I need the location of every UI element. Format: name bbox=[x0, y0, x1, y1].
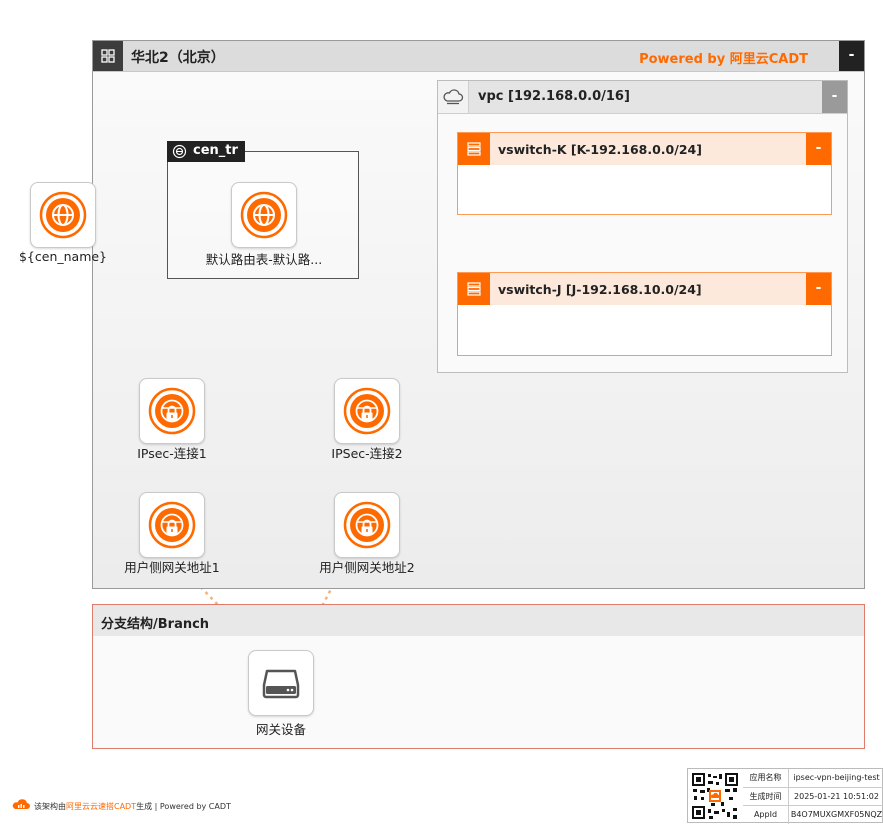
gateway-device-node-label: 网关设备 bbox=[255, 722, 306, 737]
cen-tr-tab: cen_tr bbox=[167, 141, 245, 162]
powered-by-label: Powered by 阿里云CADT bbox=[639, 52, 808, 67]
gateway-device-node[interactable] bbox=[248, 650, 314, 716]
info-row-generated-time: 生成时间 2025-01-21 10:51:02 bbox=[743, 787, 883, 806]
customer-gateway2-node-label: 用户侧网关地址2 bbox=[319, 560, 415, 575]
info-value: ipsec-vpn-beijing-test bbox=[793, 773, 880, 782]
cen-tr-title: cen_tr bbox=[193, 143, 238, 158]
branch-header: 分支结构/Branch bbox=[93, 605, 864, 636]
region-collapse-button[interactable]: - bbox=[839, 41, 864, 71]
ipsec2-node-label: IPSec-连接2 bbox=[331, 446, 403, 461]
vswitch-k-collapse-button[interactable]: - bbox=[806, 133, 831, 165]
customer-gateway1-node-label: 用户侧网关地址1 bbox=[124, 560, 220, 575]
ipsec1-node[interactable] bbox=[139, 378, 205, 444]
ipsec2-node[interactable] bbox=[334, 378, 400, 444]
customer-gateway2-node[interactable] bbox=[334, 492, 400, 558]
cen-node[interactable] bbox=[30, 182, 96, 248]
footer-prefix: 该架构由 bbox=[34, 802, 66, 811]
vpc-collapse-button[interactable]: - bbox=[822, 81, 847, 113]
switch-icon bbox=[458, 133, 490, 165]
vswitch-j-container: vswitch-J [J-192.168.10.0/24] - bbox=[457, 272, 832, 356]
info-key: 应用名称 bbox=[743, 769, 789, 787]
branch-container: 分支结构/Branch bbox=[92, 604, 865, 749]
globe-lock-icon bbox=[343, 387, 391, 435]
qr-code-icon bbox=[691, 772, 739, 820]
vswitch-j-title: vswitch-J [J-192.168.10.0/24] bbox=[498, 282, 702, 297]
cen-node-label: ${cen_name} bbox=[18, 249, 108, 264]
info-row-appid: AppId B4O7MUXGMXF05NQZ bbox=[743, 805, 883, 824]
vswitch-k-header: vswitch-K [K-192.168.0.0/24] - bbox=[458, 133, 831, 165]
footer-suffix: 生成 | Powered by CADT bbox=[136, 802, 231, 811]
ipsec1-node-label: IPsec-连接1 bbox=[137, 446, 207, 461]
globe-lock-icon bbox=[148, 387, 196, 435]
info-row-app-name: 应用名称 ipsec-vpn-beijing-test bbox=[743, 769, 883, 787]
cen-tr-group bbox=[167, 151, 359, 279]
vswitch-k-container: vswitch-K [K-192.168.0.0/24] - bbox=[457, 132, 832, 215]
gateway-device-icon bbox=[262, 669, 300, 699]
info-value: B4O7MUXGMXF05NQZ bbox=[790, 810, 883, 819]
grid-icon bbox=[93, 41, 123, 71]
region-title: 华北2（北京） bbox=[131, 50, 225, 66]
vswitch-k-title: vswitch-K [K-192.168.0.0/24] bbox=[498, 142, 702, 157]
cloud-icon bbox=[438, 81, 469, 113]
footer-cadt-link[interactable]: 阿里云云速搭CADT bbox=[66, 802, 137, 811]
globe-network-icon bbox=[240, 191, 288, 239]
branch-title: 分支结构/Branch bbox=[101, 617, 210, 632]
globe-network-icon bbox=[39, 191, 87, 239]
footer-attribution: 该架构由阿里云云速搭CADT生成 | Powered by CADT bbox=[34, 801, 231, 812]
customer-gateway1-node[interactable] bbox=[139, 492, 205, 558]
globe-lock-icon bbox=[148, 501, 196, 549]
vpc-header: vpc [192.168.0.0/16] - bbox=[438, 81, 847, 114]
globe-lock-icon bbox=[343, 501, 391, 549]
info-value: 2025-01-21 10:51:02 bbox=[794, 792, 879, 801]
route-table-node[interactable] bbox=[231, 182, 297, 248]
app-info-table: 应用名称 ipsec-vpn-beijing-test 生成时间 2025-01… bbox=[687, 768, 883, 824]
vpc-title: vpc [192.168.0.0/16] bbox=[478, 89, 630, 104]
transit-router-icon bbox=[172, 144, 187, 159]
region-header: 华北2（北京） Powered by 阿里云CADT - bbox=[93, 41, 864, 72]
info-key: AppId bbox=[743, 806, 789, 824]
vswitch-j-collapse-button[interactable]: - bbox=[806, 273, 831, 305]
info-key: 生成时间 bbox=[743, 788, 789, 806]
cadt-logo-icon bbox=[12, 799, 30, 809]
vswitch-j-header: vswitch-J [J-192.168.10.0/24] - bbox=[458, 273, 831, 305]
route-table-node-label: 默认路由表-默认路... bbox=[205, 252, 323, 267]
switch-icon bbox=[458, 273, 490, 305]
